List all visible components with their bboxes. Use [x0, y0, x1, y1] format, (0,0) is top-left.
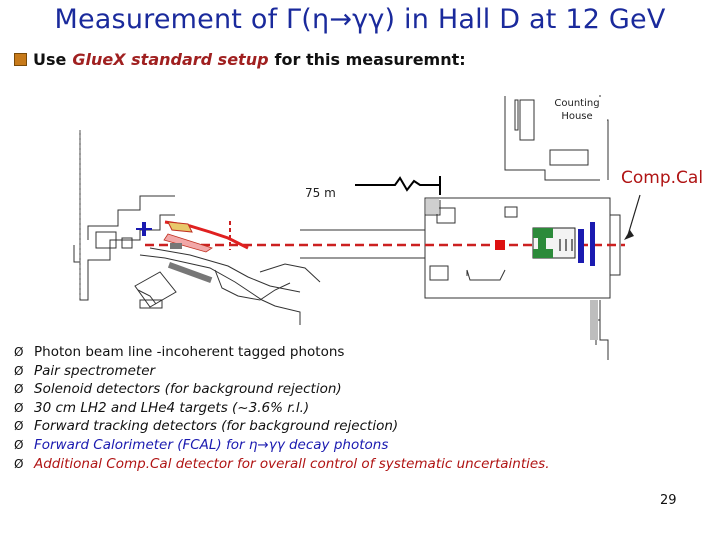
arrow-bullet-icon: Ø — [14, 400, 24, 415]
bullet-text-compcal: Additional Comp.Cal detector for overall… — [34, 455, 550, 472]
bullet-text: Photon beam line -incoherent tagged phot… — [34, 344, 345, 360]
bullet-text: 30 cm LH2 and LHe4 targets (~3.6% r.l.) — [34, 399, 310, 416]
intro-highlight: GlueX standard setup — [72, 50, 269, 69]
list-item: Ø Forward Calorimeter (FCAL) for η→γγ de… — [14, 436, 550, 455]
list-item: Ø Pair spectrometer — [14, 362, 550, 381]
counting-house-label: Counting House — [547, 97, 607, 123]
orange-square-icon — [14, 53, 27, 66]
arrow-bullet-icon: Ø — [14, 363, 24, 378]
intro-line: Use GlueX standard setup for this measur… — [14, 50, 466, 69]
list-item: Ø 30 cm LH2 and LHe4 targets (~3.6% r.l.… — [14, 399, 550, 418]
list-item: Ø Forward tracking detectors (for backgr… — [14, 417, 550, 436]
counting-house-line2: House — [561, 111, 593, 122]
page-title: Measurement of Γ(η→γγ) in Hall D at 12 G… — [54, 4, 666, 35]
bullet-text-fcal: Forward Calorimeter (FCAL) for η→γγ deca… — [34, 436, 389, 453]
bullet-text: Forward tracking detectors (for backgrou… — [34, 418, 399, 435]
arrow-bullet-icon: Ø — [14, 345, 24, 359]
bullet-text: Pair spectrometer — [34, 362, 156, 379]
counting-house-line1: Counting — [554, 98, 600, 109]
list-item: Ø Solenoid detectors (for background rej… — [14, 380, 550, 399]
list-item: Ø Photon beam line -incoherent tagged ph… — [14, 343, 550, 362]
comp-cal-label: Comp.Cal — [621, 168, 704, 188]
intro-prefix: Use — [33, 50, 67, 69]
list-item: Ø Additional Comp.Cal detector for overa… — [14, 455, 550, 474]
arrow-bullet-icon: Ø — [14, 419, 24, 434]
bullet-list: Ø Photon beam line -incoherent tagged ph… — [14, 343, 550, 473]
page-number: 29 — [660, 493, 677, 508]
intro-suffix: for this measuremnt: — [274, 50, 466, 69]
distance-label: 75 m — [305, 186, 336, 200]
bullet-text: Solenoid detectors (for background rejec… — [34, 381, 342, 398]
arrow-bullet-icon: Ø — [14, 456, 24, 471]
arrow-bullet-icon: Ø — [14, 382, 24, 397]
arrow-bullet-icon: Ø — [14, 437, 24, 452]
hall-d-floorplan — [73, 95, 641, 360]
